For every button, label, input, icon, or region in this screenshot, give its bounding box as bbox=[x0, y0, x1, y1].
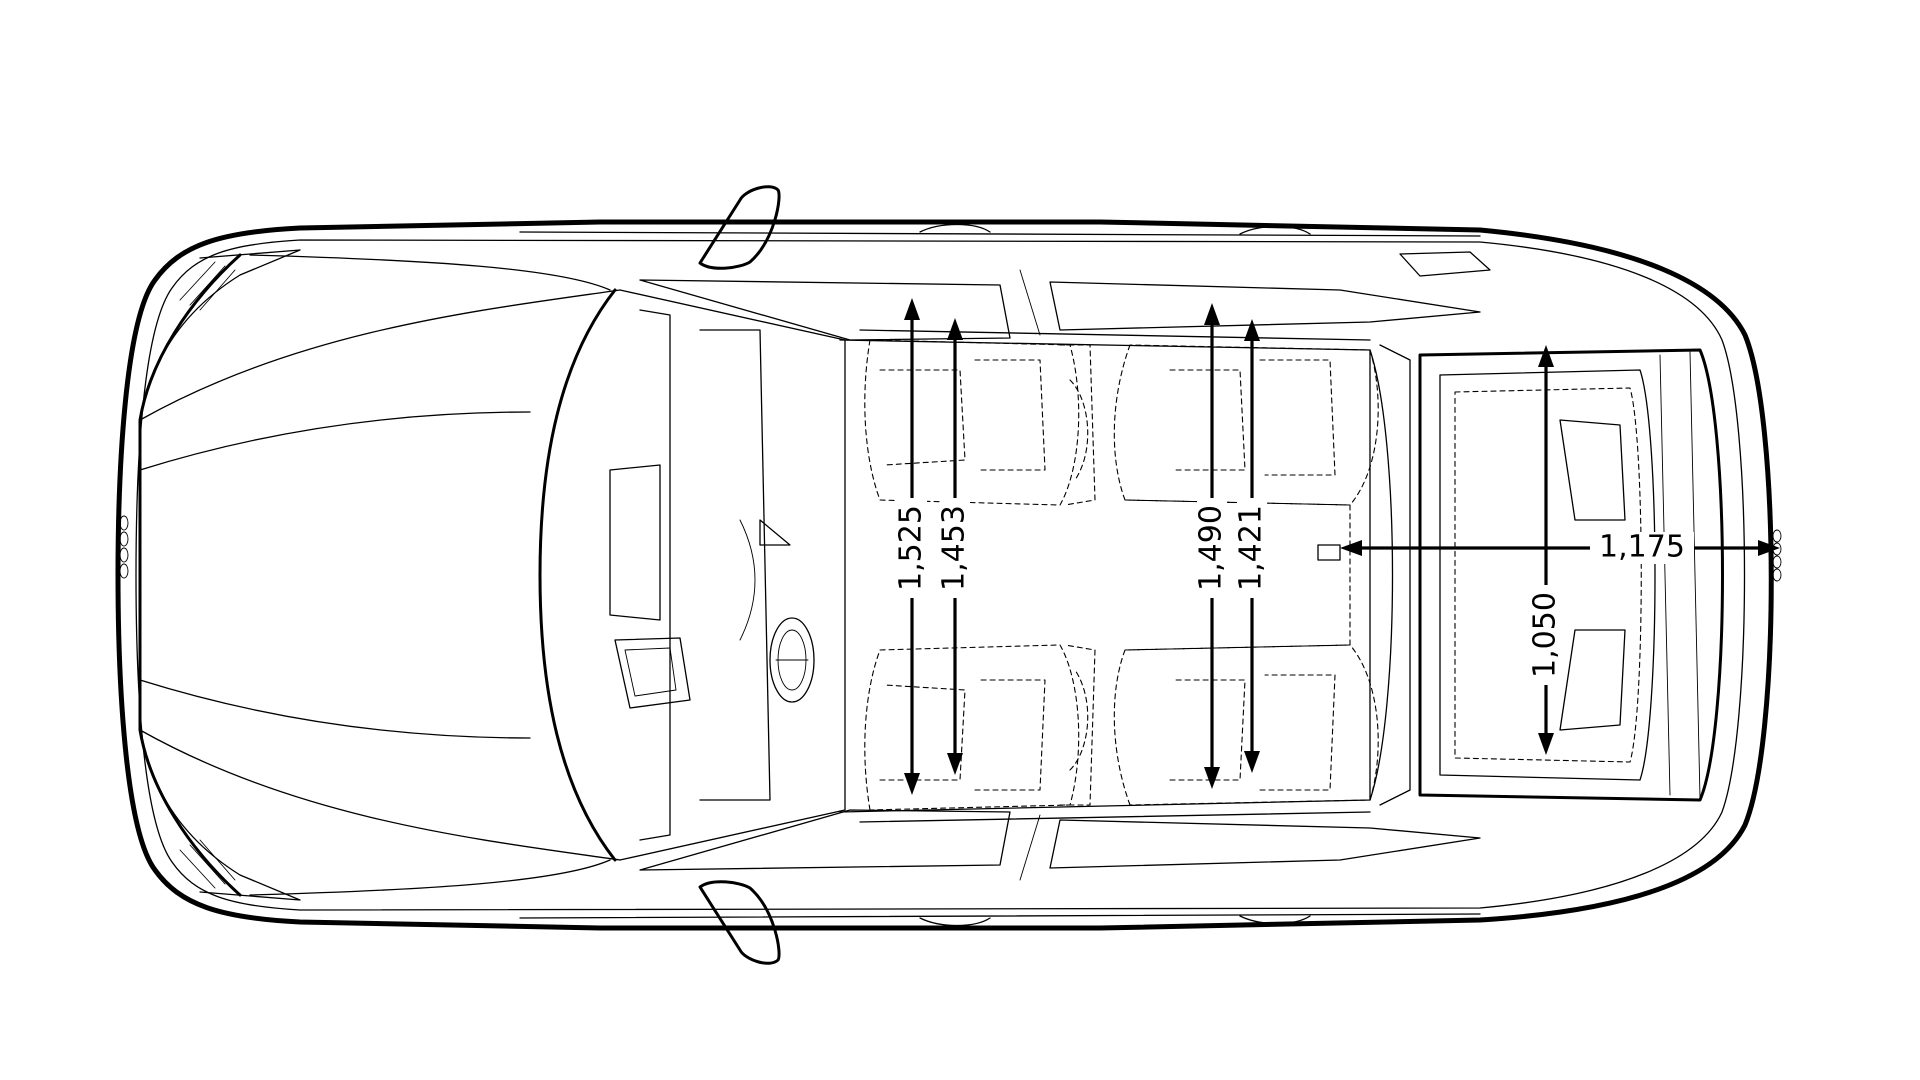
rear-right-seat bbox=[1113, 644, 1379, 806]
dimension-front-shoulder: 1,525 bbox=[894, 298, 929, 795]
dimension-label-rear-shoulder: 1,490 bbox=[1194, 505, 1229, 591]
trunk bbox=[1418, 348, 1782, 802]
right-mirror-icon bbox=[698, 880, 781, 965]
roof bbox=[839, 329, 1411, 823]
windshield-and-cabin bbox=[538, 288, 846, 862]
dimension-label-front-shoulder: 1,525 bbox=[894, 505, 929, 591]
steering-wheel-icon bbox=[769, 617, 815, 703]
dimension-rear-shoulder: 1,490 bbox=[1194, 303, 1229, 789]
hood bbox=[119, 249, 621, 901]
dimension-label-rear-elbow: 1,421 bbox=[1234, 505, 1269, 591]
rear-emblem-icon bbox=[1772, 529, 1782, 582]
front-left-seat bbox=[864, 339, 1096, 506]
rear-left-seat bbox=[1113, 344, 1379, 506]
dimension-label-trunk-length: 1,175 bbox=[1599, 530, 1685, 565]
left-mirror-icon bbox=[698, 185, 781, 270]
door-handles bbox=[919, 223, 1491, 927]
dimension-trunk-width: 1,050 bbox=[1528, 345, 1563, 755]
side-windows bbox=[639, 269, 1481, 881]
car-body-outline bbox=[115, 219, 1774, 931]
dimension-rear-elbow: 1,421 bbox=[1234, 319, 1269, 773]
front-right-seat bbox=[864, 644, 1096, 811]
dimension-label-front-elbow: 1,453 bbox=[937, 505, 972, 591]
dimension-front-elbow: 1,453 bbox=[937, 318, 972, 775]
dimension-trunk-length: 1,175 bbox=[1340, 530, 1780, 565]
dimension-label-trunk-width: 1,050 bbox=[1528, 592, 1563, 678]
front-emblem-icon bbox=[119, 515, 129, 579]
